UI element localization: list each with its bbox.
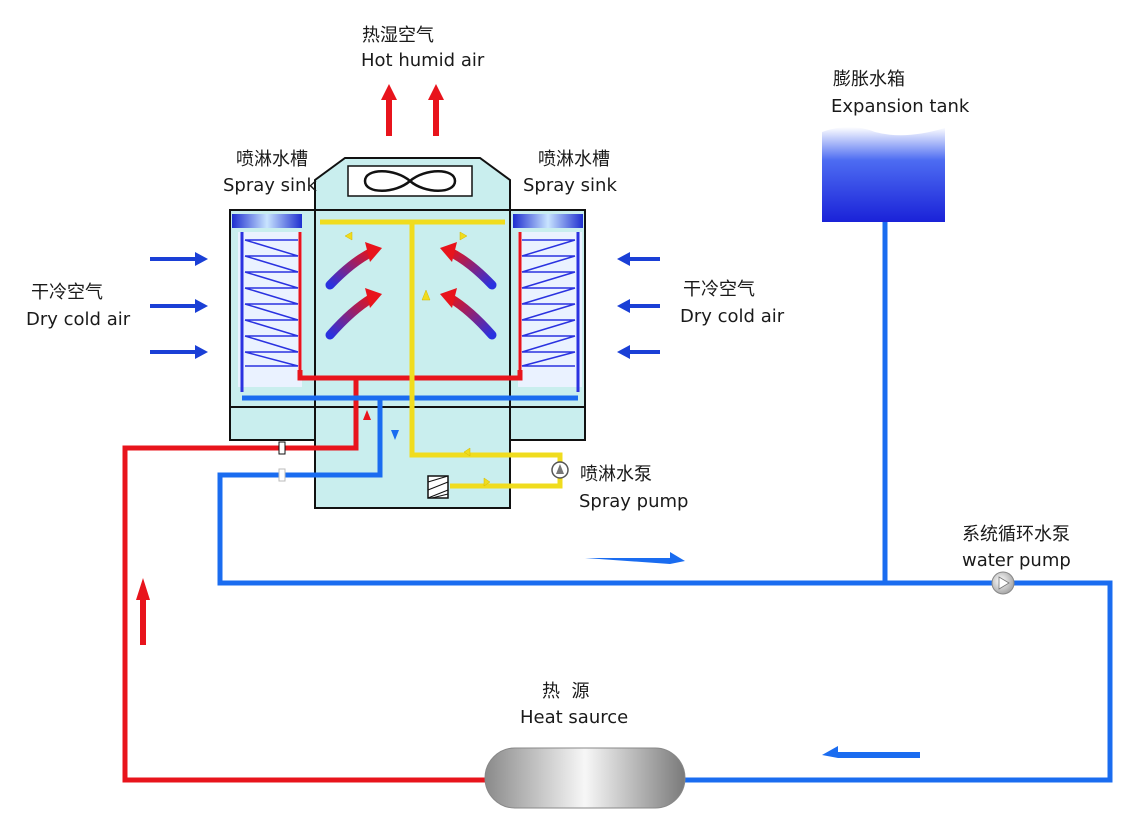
right-coil [521, 232, 580, 392]
filter-icon [427, 475, 449, 499]
basin-flow-arrows [363, 410, 399, 440]
spray-pump-label-en: Spray pump [579, 491, 688, 512]
spray-sink-right-label-en: Spray sink [523, 175, 617, 196]
hot-humid-air-label-en: Hot humid air [361, 50, 485, 71]
pipe-couplings [278, 441, 286, 482]
spray-pump-icon [551, 461, 569, 479]
heat-source-label-en: Heat saurce [520, 707, 628, 728]
heat-source-label-cn: 热 源 [542, 681, 589, 702]
tower-basin [229, 406, 586, 509]
spray-sink-right [513, 214, 583, 228]
spray-sink-left-label-cn: 喷淋水槽 [236, 149, 308, 170]
dry-cold-air-right-label-en: Dry cold air [680, 306, 785, 327]
water-pump-label-cn: 系统循环水泵 [962, 524, 1070, 545]
spray-sink-right-label-cn: 喷淋水槽 [538, 149, 610, 170]
spray-water-pipe [320, 219, 563, 489]
dry-cold-air-left-label-cn: 干冷空气 [31, 282, 103, 303]
spray-pump-label-cn: 喷淋水泵 [580, 464, 652, 485]
hot-humid-air-arrows [381, 84, 444, 136]
fan-icon [347, 165, 473, 197]
dry-cold-air-right-label-cn: 干冷空气 [683, 279, 755, 300]
cooling-tower [229, 157, 586, 509]
expansion-tank [822, 127, 945, 222]
spray-sink-left-label-en: Spray sink [223, 175, 317, 196]
dry-cold-air-left-label-en: Dry cold air [26, 309, 131, 330]
flow-arrow-icon [136, 552, 920, 758]
water-pump-label-en: water pump [962, 550, 1071, 571]
left-coil [240, 232, 299, 392]
expansion-tank-label-cn: 膨胀水箱 [833, 69, 905, 90]
internal-air-arrowheads [365, 242, 457, 308]
hot-humid-air-label-cn: 热湿空气 [362, 25, 434, 46]
spray-sink-left [232, 214, 302, 228]
dry-cold-air-arrows-right [617, 252, 660, 359]
expansion-tank-label-en: Expansion tank [831, 96, 970, 117]
dry-cold-air-arrows-left [150, 252, 208, 359]
water-pump-icon [991, 571, 1015, 595]
spray-flow-arrows [344, 231, 491, 487]
heat-source [484, 747, 686, 809]
